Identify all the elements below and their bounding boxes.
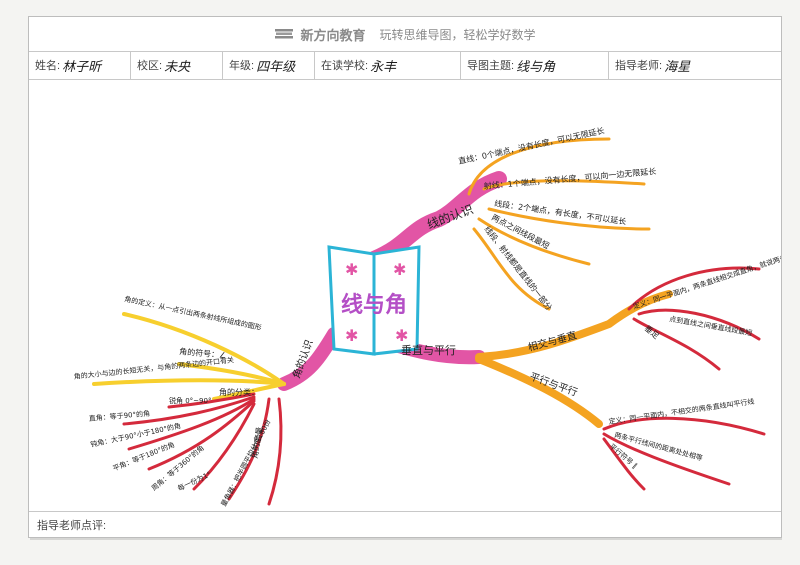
campus-value: 未央 [164,59,191,75]
recognition-item-ray: 射线：1个端点，没有长度，可以向一边无限延长 [483,166,656,191]
center-title: 线与角 [341,292,407,318]
school-cell: 在读学校: 永丰 [315,51,461,79]
svg-text:✱: ✱ [393,260,406,279]
teacher-label: 指导老师: [615,60,663,72]
recognition-item-part: 线段、射线都是直线的一部分 [482,224,554,312]
slogan: 玩转思维导图，轻松学好数学 [379,27,536,42]
name-cell: 姓名: 林子昕 [29,51,131,79]
mind-map: ✱ ✱ ✱ ✱ 线与角 线的认识 垂直与平行 角的认识 直线：0个端点，没有长度… [29,79,800,511]
angle-class-twigs [122,392,283,506]
perp-item-definition: 定义：同一平面内，两条直线相交成直角，就说两条直线互相垂直 [632,240,781,311]
perpendicular-twigs [602,266,766,491]
name-value: 林子昕 [62,59,102,75]
branch-recognition-trunk [366,171,507,267]
student-info-row: 姓名: 林子昕 校区: 未央 年级: 四年级 在读学校: 永丰 导图主题: 线与… [29,51,781,80]
grade-label: 年级: [229,60,255,72]
svg-text:✱: ✱ [345,260,358,279]
teacher-comment-row: 指导老师点评: [29,511,781,537]
topic-label: 导图主题: [467,60,515,72]
parallel-sub-trunk [475,355,603,428]
branch-angle-trunk [277,327,341,391]
angle-class-acute: 锐角 0°~90° [169,396,211,405]
recognition-twigs [467,137,651,311]
mind-map-drawing: ✱ ✱ ✱ ✱ 线与角 线的认识 垂直与平行 角的认识 直线：0个端点，没有长度… [73,125,800,508]
topic-cell: 导图主题: 线与角 [461,51,609,79]
recognition-item-line: 直线：0个端点，没有长度，可以无限延长 [457,125,605,166]
angle-twigs [92,312,286,401]
angle-item-definition: 角的定义：从一点引出两条射线所组成的图形 [124,294,263,332]
svg-text:✱: ✱ [395,326,408,345]
name-label: 姓名: [35,60,61,72]
campus-label: 校区: [137,60,163,72]
header-bar: 新方向教育 玩转思维导图，轻松学好数学 [29,17,781,52]
parallel-item-definition: 定义：同一平面内，不相交的两条直线叫平行线 [608,397,755,426]
worksheet: 新方向教育 玩转思维导图，轻松学好数学 姓名: 林子昕 校区: 未央 年级: 四… [28,16,800,538]
angle-item-symbol: 角的符号：∠ [179,346,227,360]
perp-sub-trunk [475,290,673,361]
angle-item-classes-label: 角的分类： [219,387,259,397]
book-stack-icon [274,28,294,40]
school-label: 在读学校: [321,60,369,72]
branch-perpendicular-label: 垂直与平行 [401,343,456,357]
topic-value: 线与角 [516,59,556,75]
brand-name: 新方向教育 [300,27,366,43]
perp-sub-label: 相交与垂直 [526,328,578,353]
grade-cell: 年级: 四年级 [223,51,315,79]
teacher-value: 海星 [664,59,691,75]
angle-measure-protractor: 量角器：把半圆平均分成180份 [219,418,273,508]
center-book: ✱ ✱ ✱ ✱ 线与角 [327,245,421,356]
campus-cell: 校区: 未央 [131,51,223,79]
svg-text:✱: ✱ [345,326,358,345]
school-value: 永丰 [370,59,397,75]
comment-label: 指导老师点评: [37,519,107,532]
grade-value: 四年级 [256,59,296,75]
teacher-cell: 指导老师: 海星 [609,51,781,79]
